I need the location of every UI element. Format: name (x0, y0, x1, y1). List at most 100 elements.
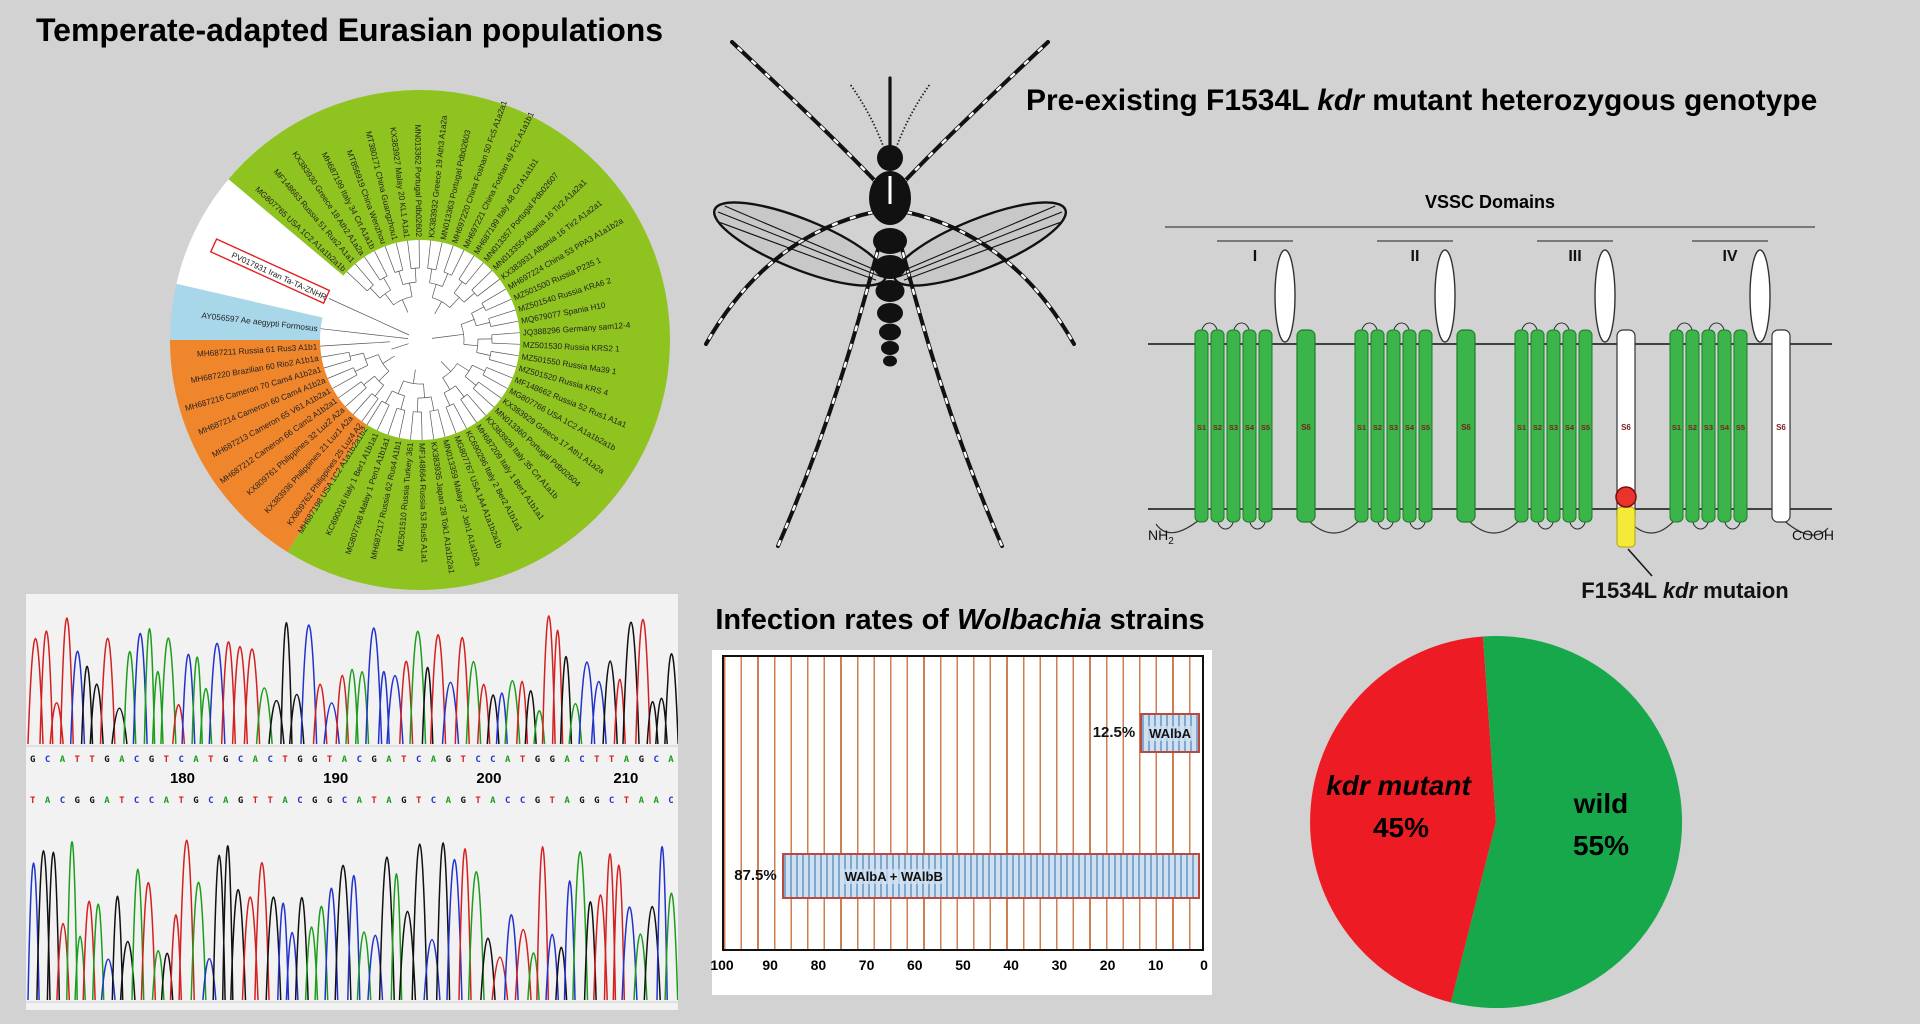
mosquito-wing-right (892, 201, 1068, 287)
x-tick-label: 30 (1051, 957, 1068, 973)
wolbachia-title-italic: Wolbachia (957, 604, 1102, 636)
phylo-title: Temperate-adapted Eurasian populations (36, 12, 664, 48)
tm-segment (1386, 329, 1401, 523)
bar-category-label: WAlbA + WAlbB (841, 868, 946, 884)
tm-segment (1562, 329, 1577, 523)
x-tick-label: 80 (810, 957, 827, 973)
svg-text:S1: S1 (1357, 423, 1366, 432)
svg-text:S4: S4 (1720, 423, 1730, 432)
svg-text:S2: S2 (1688, 423, 1697, 432)
x-tick-label: 50 (955, 957, 971, 973)
tm-segment-s6 (1771, 329, 1791, 523)
tm-segment (1226, 329, 1241, 523)
mutation-site-dot (1615, 486, 1637, 508)
ruler-number: 180 (169, 770, 195, 787)
vssc-domains-header: VSSC Domains (1424, 192, 1556, 212)
bar-value-label: 87.5% (734, 867, 777, 884)
svg-text:S6: S6 (1776, 423, 1786, 432)
svg-text:S5: S5 (1581, 423, 1590, 432)
bar-category-label: WAlbA (1146, 725, 1195, 741)
x-tick-label: 0 (1200, 957, 1208, 973)
genotype-title: Pre-existing F1534L kdr mutant heterozyg… (1026, 84, 1817, 118)
tm-segment (1194, 329, 1209, 523)
svg-text:MN013362 Portugal Pdb02602: MN013362 Portugal Pdb02602 (413, 125, 423, 238)
x-tick-label: 90 (762, 957, 778, 973)
x-tick-label: 100 (710, 957, 734, 973)
svg-text:S3: S3 (1229, 423, 1238, 432)
tm-segment (1530, 329, 1545, 523)
p-loop (1434, 249, 1456, 343)
mosquito-wing-left (712, 201, 888, 287)
bar-walba-walbb: WAlbA + WAlbB (781, 853, 1200, 899)
tm-segment (1546, 329, 1561, 523)
genotype-title-prefix: Pre-existing F1534L (1026, 84, 1318, 117)
svg-text:S3: S3 (1549, 423, 1558, 432)
mutation-label: F1534L kdr mutaion (1581, 578, 1788, 603)
tm-segment (1354, 329, 1369, 523)
svg-text:S2: S2 (1213, 423, 1222, 432)
svg-text:S6: S6 (1621, 423, 1631, 432)
x-tick-label: 70 (858, 957, 875, 973)
svg-text:S6: S6 (1461, 423, 1471, 432)
svg-text:MF148664 Russia 53 Rus5 A1a1: MF148664 Russia 53 Rus5 A1a1 (417, 443, 429, 564)
svg-text:S5: S5 (1421, 423, 1430, 432)
tm-segment (1514, 329, 1529, 523)
dendrogram (320, 239, 520, 441)
tm-segment (1402, 329, 1417, 523)
bar-walba: WAlbA (1140, 713, 1200, 753)
chromatogram-trace-bottom (26, 812, 678, 1010)
x-tick-label: 10 (1148, 957, 1164, 973)
x-tick-label: 20 (1099, 957, 1116, 973)
svg-text:S4: S4 (1245, 423, 1255, 432)
c-terminus-label: COOH (1792, 527, 1834, 543)
pie-label-kdr-mutant: kdr mutant (1326, 770, 1471, 801)
svg-text:S4: S4 (1405, 423, 1415, 432)
tm-segment (1701, 329, 1716, 523)
taxon-label: MZ501530 Russia KRS2 1 (523, 340, 621, 353)
tm-segment (1242, 329, 1257, 523)
tm-segment (1685, 329, 1700, 523)
pie-label-wild: wild (1573, 788, 1629, 819)
svg-text:S4: S4 (1565, 423, 1575, 432)
x-tick-label: 60 (907, 957, 923, 973)
mosquito-antennae (849, 83, 931, 149)
mosquito-body (869, 145, 911, 367)
x-tick-label: 40 (1003, 957, 1019, 973)
ruler-number: 200 (476, 770, 502, 787)
svg-text:S3: S3 (1389, 423, 1398, 432)
genotype-title-kdr: kdr (1317, 84, 1364, 117)
domain-numeral: III (1568, 248, 1581, 265)
svg-text:S1: S1 (1517, 423, 1526, 432)
tm-segment (1717, 329, 1732, 523)
taxon-label: MN013362 Portugal Pdb02602 (413, 125, 423, 238)
tm-segment-s6 (1456, 329, 1476, 523)
p-loop (1274, 249, 1296, 343)
svg-text:MZ501530 Russia KRS2 1: MZ501530 Russia KRS2 1 (523, 340, 621, 353)
wolbachia-title-prefix: Infection rates of (715, 604, 958, 636)
tm-segment (1418, 329, 1433, 523)
svg-text:S1: S1 (1197, 423, 1206, 432)
tm-segment (1370, 329, 1385, 523)
svg-text:S1: S1 (1672, 423, 1681, 432)
mosquito-illustration (704, 40, 1076, 548)
bar-plot-area: WAlbA 12.5% WAlbA + WAlbB 87.5% (722, 655, 1204, 951)
tm-segment (1210, 329, 1225, 523)
p-loop (1749, 249, 1771, 343)
pie-slice-wild (1451, 636, 1683, 1009)
bar-value-label: 12.5% (1092, 724, 1136, 741)
wolbachia-chart-title: Infection rates of Wolbachia strains (700, 604, 1220, 637)
pie (1310, 636, 1683, 1009)
svg-text:S2: S2 (1533, 423, 1542, 432)
svg-text:S3: S3 (1704, 423, 1713, 432)
wolbachia-title-suffix: strains (1101, 604, 1205, 636)
mutation-highlight (1616, 506, 1636, 548)
p-loop (1594, 249, 1616, 343)
kdr-genotype-pie-chart: kdr mutant 45% wild 55% (1296, 622, 1696, 1022)
ruler-number: 190 (323, 770, 349, 787)
